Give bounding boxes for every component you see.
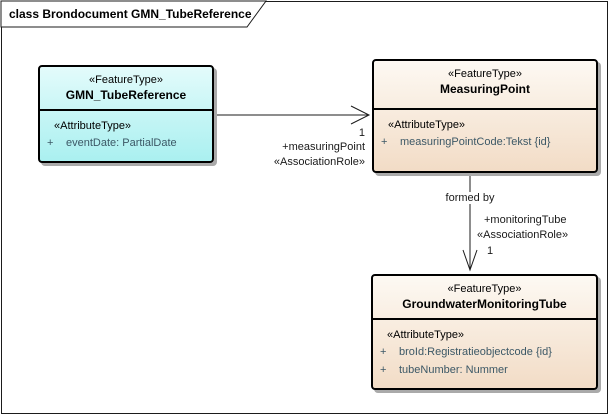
class-attributes: «AttributeType» + measuringPointCode:Tek… (374, 110, 596, 150)
diagram-title: class Brondocument GMN_TubeReference (9, 7, 252, 21)
diagram-title-tab (0, 0, 267, 28)
attribute-stereotype: «AttributeType» (388, 119, 466, 131)
association-role-name: +measuringPoint (282, 141, 365, 153)
association-role-stereotype: «AssociationRole» (273, 156, 365, 168)
class-name: GMN_TubeReference (65, 88, 187, 102)
class-header: «FeatureType» MeasuringPoint (374, 61, 596, 110)
visibility-marker: + (47, 137, 54, 149)
class-name: MeasuringPoint (439, 82, 530, 96)
association-multiplicity: 1 (487, 245, 494, 257)
class-box-measuringpoint[interactable]: «FeatureType» MeasuringPoint «AttributeT… (372, 59, 598, 173)
attribute-text: eventDate: PartialDate (66, 137, 177, 149)
class-box-gmn-tubereference[interactable]: «FeatureType» GMN_TubeReference «Attribu… (38, 65, 214, 163)
association-role-stereotype: «AssociationRole» (477, 229, 569, 241)
attribute-row[interactable]: + broId:Registratieobjectcode {id} (373, 345, 596, 360)
association-role-name: +monitoringTube (484, 214, 567, 226)
class-stereotype: «FeatureType» (89, 74, 163, 86)
class-box-groundwatermonitoringtube[interactable]: «FeatureType» GroundwaterMonitoringTube … (371, 274, 598, 390)
class-stereotype: «FeatureType» (447, 283, 522, 295)
association-measuringpoint[interactable] (215, 105, 371, 125)
attribute-row[interactable]: + tubeNumber: Nummer (373, 363, 596, 378)
attribute-text: broId:Registratieobjectcode {id} (399, 346, 552, 358)
attribute-text: measuringPointCode:Tekst {id} (400, 136, 551, 148)
class-name: GroundwaterMonitoringTube (402, 297, 567, 311)
open-arrowhead-icon (350, 105, 371, 125)
attribute-row[interactable]: + measuringPointCode:Tekst {id} (374, 135, 596, 150)
open-arrowhead-icon (462, 249, 478, 272)
class-header: «FeatureType» GroundwaterMonitoringTube (373, 276, 596, 320)
class-attributes: «AttributeType» + broId:Registratieobjec… (373, 320, 596, 378)
visibility-marker: + (380, 346, 387, 358)
attribute-text: tubeNumber: Nummer (399, 364, 508, 376)
class-stereotype: «FeatureType» (448, 68, 522, 80)
class-header: «FeatureType» GMN_TubeReference (40, 67, 212, 111)
attribute-row[interactable]: + eventDate: PartialDate (40, 136, 212, 151)
attribute-stereotype: «AttributeType» (54, 120, 132, 132)
association-name: formed by (442, 192, 498, 204)
association-multiplicity: 1 (358, 127, 365, 139)
attribute-stereotype: «AttributeType» (387, 329, 465, 341)
visibility-marker: + (380, 364, 387, 376)
association-monitoringtube[interactable] (462, 173, 478, 272)
visibility-marker: + (381, 136, 388, 148)
class-attributes: «AttributeType» + eventDate: PartialDate (40, 111, 212, 151)
